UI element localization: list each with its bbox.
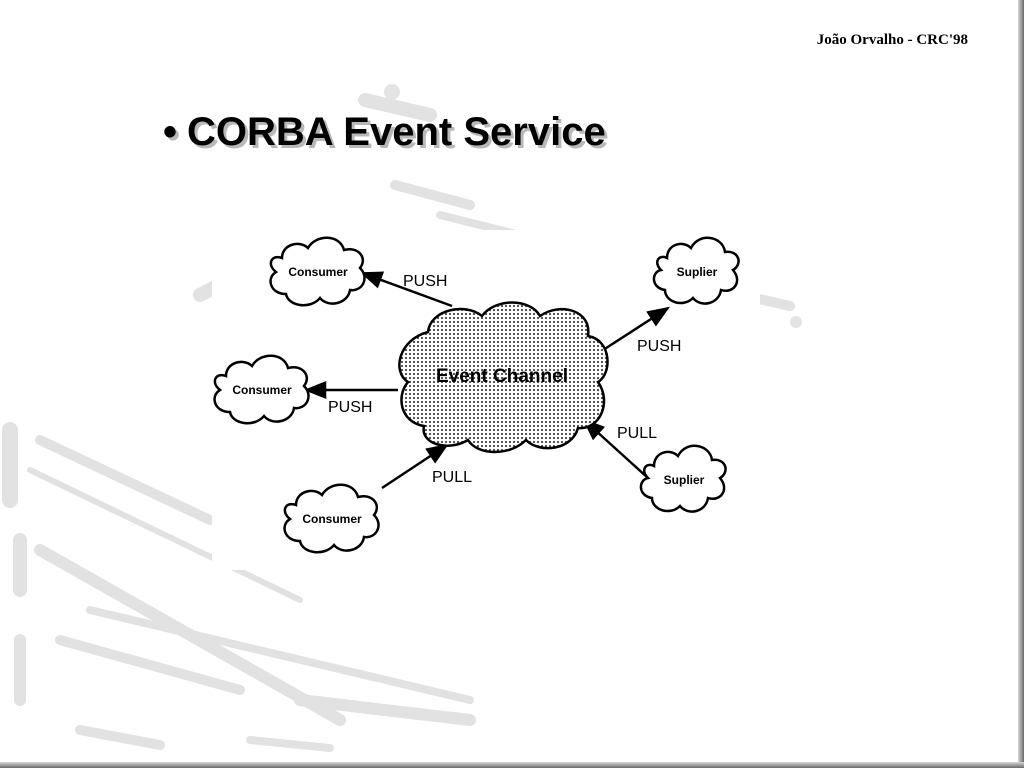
edge-label: PULL xyxy=(617,425,657,442)
edges xyxy=(303,271,670,490)
edge-push-supplier-top xyxy=(599,306,670,354)
supplier-cloud xyxy=(639,444,727,513)
consumer-node: Consumer xyxy=(269,236,366,307)
consumer-cloud xyxy=(283,483,380,554)
author-note: João Orvalho - CRC'98 xyxy=(816,32,968,48)
consumer-label: Consumer xyxy=(288,265,348,279)
edge-label: PUSH xyxy=(637,338,681,355)
supplier-node: Suplier xyxy=(652,236,740,305)
slide-shadow-bottom xyxy=(0,762,1024,768)
supplier-label: Suplier xyxy=(664,473,705,487)
edge-push-consumer-top xyxy=(359,271,453,308)
edge-pull-supplier-bottom xyxy=(582,418,649,479)
slide-shadow-right xyxy=(1018,0,1024,768)
title-text: CORBA Event Service xyxy=(187,110,606,154)
supplier-label: Suplier xyxy=(677,265,718,279)
edge-label: PUSH xyxy=(403,273,447,290)
consumer-label: Consumer xyxy=(232,383,292,397)
edge-label: PULL xyxy=(432,469,472,486)
event-channel-label: Event Channel xyxy=(436,366,568,387)
slide-title: •CORBA Event Service xyxy=(163,110,606,155)
edge-label: PUSH xyxy=(328,399,372,416)
consumer-cloud xyxy=(269,236,366,307)
event-channel-cloud xyxy=(398,301,609,454)
consumer-node: Consumer xyxy=(213,354,310,425)
consumer-label: Consumer xyxy=(302,512,362,526)
edge-pull-consumer-bottom xyxy=(381,443,449,490)
supplier-cloud xyxy=(652,236,740,305)
supplier-node: Suplier xyxy=(639,444,727,513)
bullet: • xyxy=(163,110,178,154)
consumer-node: Consumer xyxy=(283,483,380,554)
event-channel-node: Event Channel xyxy=(398,301,609,454)
consumer-cloud xyxy=(213,354,310,425)
